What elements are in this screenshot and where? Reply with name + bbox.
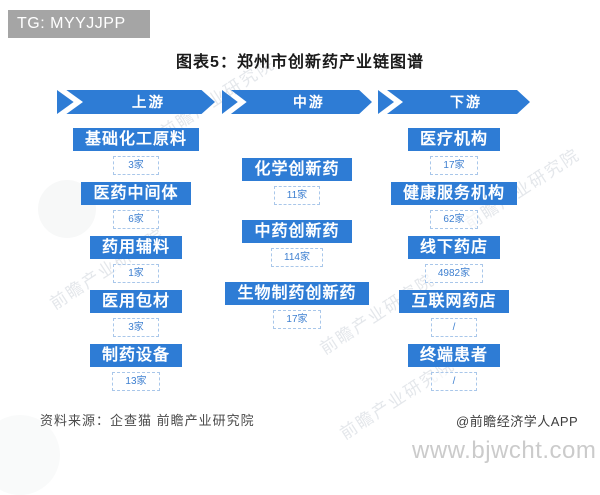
chain-item: 医药中间体 6家 [81,182,191,229]
chain-item: 生物制药创新药 17家 [225,282,369,329]
segment-name-box: 制药设备 [89,344,182,367]
company-count-box: 3家 [112,318,159,337]
chevron-right-icon [222,90,238,114]
segment-name-box: 线下药店 [407,236,500,259]
company-count-box: 1家 [112,264,159,283]
chain-item: 线下药店 4982家 [407,236,500,283]
downstream-arrow-banner: 下游 [378,90,530,114]
site-url-watermark: www.bjwcht.com [412,437,597,464]
midstream-label: 中游 [293,94,325,110]
company-count-box: 4982家 [424,264,484,283]
chain-item: 医用包材 3家 [89,290,182,337]
column-downstream: 下游 医疗机构 17家 健康服务机构 62家 线下药店 4982家 互联网药店 … [378,90,530,398]
chain-item: 药用辅料 1家 [89,236,182,283]
company-count-box: / [430,318,477,337]
segment-name-box: 医用包材 [89,290,182,313]
company-count-box: 62家 [430,210,478,229]
company-count-box: 17家 [430,156,478,175]
segment-name-box: 互联网药店 [399,290,509,313]
chain-item: 互联网药店 / [399,290,509,337]
column-upstream: 上游 基础化工原料 3家 医药中间体 6家 药用辅料 1家 医用包材 3家 制药… [57,90,215,398]
arrow-band [387,90,530,114]
midstream-arrow-banner: 中游 [222,90,372,114]
arrow-band [230,90,372,114]
downstream-label: 下游 [450,94,482,110]
arrow-band [66,90,215,114]
chain-item: 医疗机构 17家 [407,128,500,175]
author-credit: @前瞻经济学人APP [456,414,579,429]
company-count-box: / [430,372,477,391]
column-midstream: 中游 化学创新药 11家 中药创新药 114家 生物制药创新药 17家 [222,90,372,344]
segment-name-box: 终端患者 [407,344,500,367]
company-count-box: 114家 [271,248,323,267]
upstream-label: 上游 [132,93,165,111]
chain-item: 基础化工原料 3家 [72,128,199,175]
company-count-box: 6家 [112,210,159,229]
chain-item: 化学创新药 11家 [242,158,352,205]
segment-name-box: 化学创新药 [242,158,352,181]
data-source-note: 资料来源：企查猫 前瞻产业研究院 [40,413,255,428]
company-count-box: 13家 [112,372,160,391]
segment-name-box: 生物制药创新药 [225,282,369,305]
segment-name-box: 药用辅料 [89,236,182,259]
chevron-right-icon [378,90,394,114]
chevron-right-icon [57,90,74,114]
chain-item: 中药创新药 114家 [242,220,352,267]
chain-item: 终端患者 / [407,344,500,391]
upstream-arrow-banner: 上游 [57,90,215,114]
segment-name-box: 健康服务机构 [390,182,517,205]
segment-name-box: 医药中间体 [81,182,191,205]
chain-item: 制药设备 13家 [89,344,182,391]
company-count-box: 11家 [273,186,321,205]
company-count-box: 3家 [112,156,159,175]
segment-name-box: 基础化工原料 [72,128,199,151]
segment-name-box: 中药创新药 [242,220,352,243]
figure-title: 图表5：郑州市创新药产业链图谱 [176,54,424,71]
chain-item: 健康服务机构 62家 [390,182,517,229]
tg-contact-badge: TG: MYYJJPP [8,10,150,38]
company-count-box: 17家 [273,310,321,329]
segment-name-box: 医疗机构 [407,128,500,151]
